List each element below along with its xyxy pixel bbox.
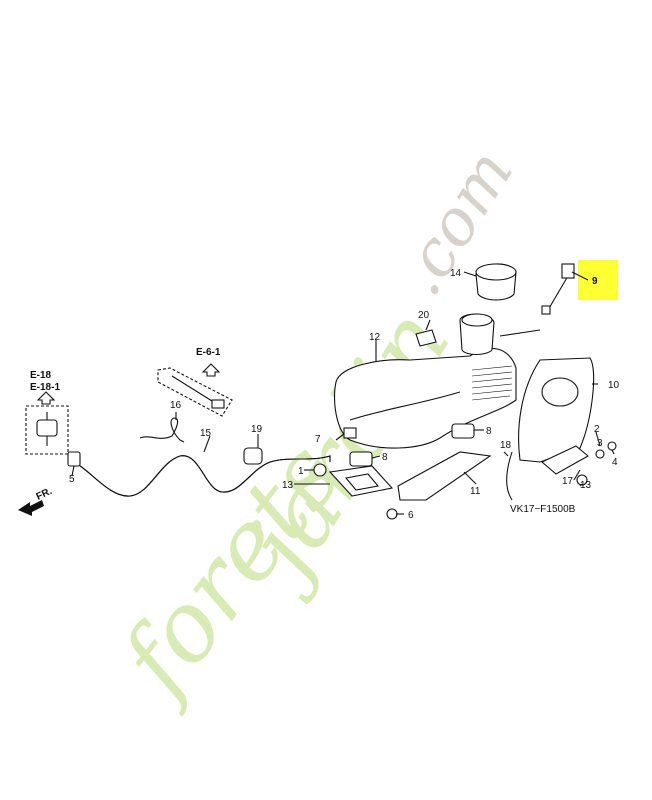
bolt-4 (607, 441, 617, 451)
fuel-gauge-9 (541, 263, 575, 315)
callout-12: 12 (369, 332, 381, 343)
callout-6: 6 (408, 510, 414, 521)
callout-5: 5 (69, 474, 75, 485)
leader-lines (71, 271, 615, 515)
callout-17: 17 (562, 476, 574, 487)
tray-11 (397, 451, 492, 501)
tube-18 (506, 451, 513, 501)
fuel-hose (73, 455, 331, 497)
up-arrow-icon (36, 391, 56, 405)
callout-2: 2 (594, 424, 600, 435)
fuel-filter-part (36, 419, 58, 437)
reference-box-2 (157, 367, 233, 417)
up-arrow-icon-2 (201, 363, 221, 377)
fitting-1 (313, 463, 327, 477)
tank-hatching (471, 365, 513, 401)
callout-20: 20 (418, 310, 430, 321)
callout-4: 4 (612, 457, 618, 468)
callout-3: 3 (597, 438, 603, 449)
fuel-cap-14 (475, 263, 517, 301)
front-label: FR. (35, 486, 54, 503)
callout-11: 11 (470, 486, 481, 497)
callouts: 1 2 3 4 5 6 7 8 8 9 10 11 12 13 13 14 15… (69, 268, 620, 521)
front-marker: FR. (18, 486, 54, 516)
cushion-8a (349, 451, 373, 467)
callout-13-right: 13 (580, 480, 592, 491)
callout-10: 10 (608, 380, 620, 391)
cushion-8b (451, 423, 475, 439)
cushion-20 (415, 329, 437, 347)
part-9-highlight (578, 260, 618, 300)
nut-17 (576, 474, 588, 486)
reference-e181-label: E-18-1 (30, 382, 60, 393)
clip-5 (67, 451, 81, 467)
callout-9: 9 (592, 276, 598, 287)
callout-13-left: 13 (282, 480, 294, 491)
bracket-13-right (540, 445, 589, 475)
callout-16: 16 (170, 400, 182, 411)
reference-e61-group: E-6-1 (157, 347, 233, 417)
reference-e18-group: E-18 E-18-1 (25, 370, 69, 455)
callout-8b: 8 (382, 452, 388, 463)
reference-box (25, 405, 69, 455)
bolt-6 (386, 508, 398, 520)
clamp-19 (243, 438, 263, 465)
reference-e61-label: E-6-1 (196, 347, 221, 358)
reference-e18-label: E-18 (30, 370, 52, 381)
washer-2 (595, 449, 605, 459)
callout-1: 1 (298, 466, 304, 477)
callout-14: 14 (450, 268, 462, 279)
tank-cover-10 (518, 357, 595, 463)
bracket-13-left (328, 465, 394, 497)
wire-clip-16 (139, 417, 185, 443)
bolt-7 (343, 427, 357, 439)
callout-8a: 8 (486, 426, 492, 437)
callout-19: 19 (251, 424, 263, 435)
callout-18: 18 (500, 440, 512, 451)
fuel-tank-12 (333, 313, 517, 449)
front-arrow-icon (18, 500, 44, 516)
diagram-code: VK17−F1500B (510, 504, 576, 515)
callout-7: 7 (315, 434, 321, 445)
callout-15: 15 (200, 428, 212, 439)
